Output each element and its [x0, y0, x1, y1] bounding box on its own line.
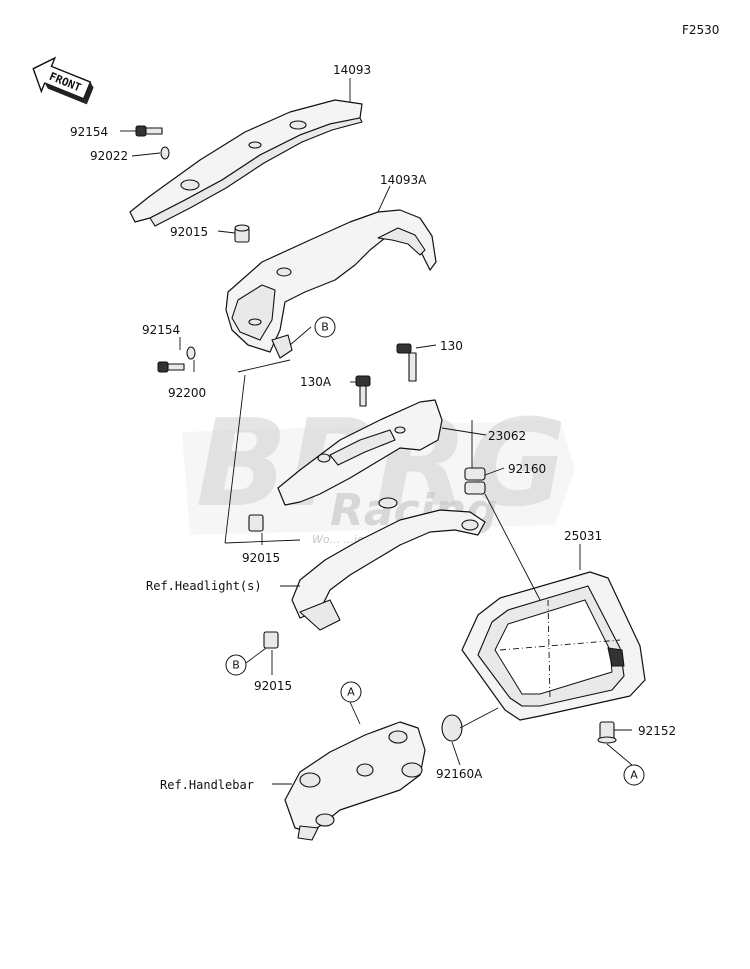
label-92015-lower: 92015 [254, 679, 292, 693]
callout-b-upper: B [321, 321, 329, 334]
leader-lines [120, 78, 633, 785]
label-92015-top: 92015 [170, 225, 208, 239]
label-92200: 92200 [168, 386, 206, 400]
label-92152: 92152 [638, 724, 676, 738]
label-130A: 130A [300, 375, 332, 389]
label-23062: 23062 [488, 429, 526, 443]
label-14093: 14093 [333, 63, 371, 77]
meter-assembly-25031 [461, 571, 646, 721]
callout-circles: B B A A [225, 316, 645, 786]
label-14093A: 14093A [380, 173, 427, 187]
bracket-23062 [277, 399, 443, 506]
figure-code: F2530 [682, 23, 719, 37]
label-92015-mid: 92015 [242, 551, 280, 565]
callout-b-lower: B [232, 659, 240, 672]
label-130: 130 [440, 339, 463, 353]
upper-cover-14093 [129, 99, 363, 227]
front-arrow-icon: FRONT [32, 56, 94, 105]
callout-a-upper: A [347, 686, 355, 699]
label-92160: 92160 [508, 462, 546, 476]
watermark: BPRG Racing Wo... ...ions ...ate [182, 395, 575, 546]
headlight-stay [291, 497, 486, 631]
watermark-brand: BPRG [196, 395, 566, 534]
part-labels: 14093 92154 92022 14093A 92015 92154 922… [70, 63, 676, 792]
label-92022: 92022 [90, 149, 128, 163]
label-92160A: 92160A [436, 767, 483, 781]
ref-headlight: Ref.Headlight(s) [146, 579, 262, 593]
cover-14093A [225, 209, 437, 359]
label-92154-top: 92154 [70, 125, 108, 139]
callout-a-lower: A [630, 769, 638, 782]
hardware-items [135, 125, 617, 744]
handlebar-clamp [284, 721, 426, 841]
label-25031: 25031 [564, 529, 602, 543]
ref-handlebar: Ref.Handlebar [160, 778, 254, 792]
label-92154-lower: 92154 [142, 323, 180, 337]
